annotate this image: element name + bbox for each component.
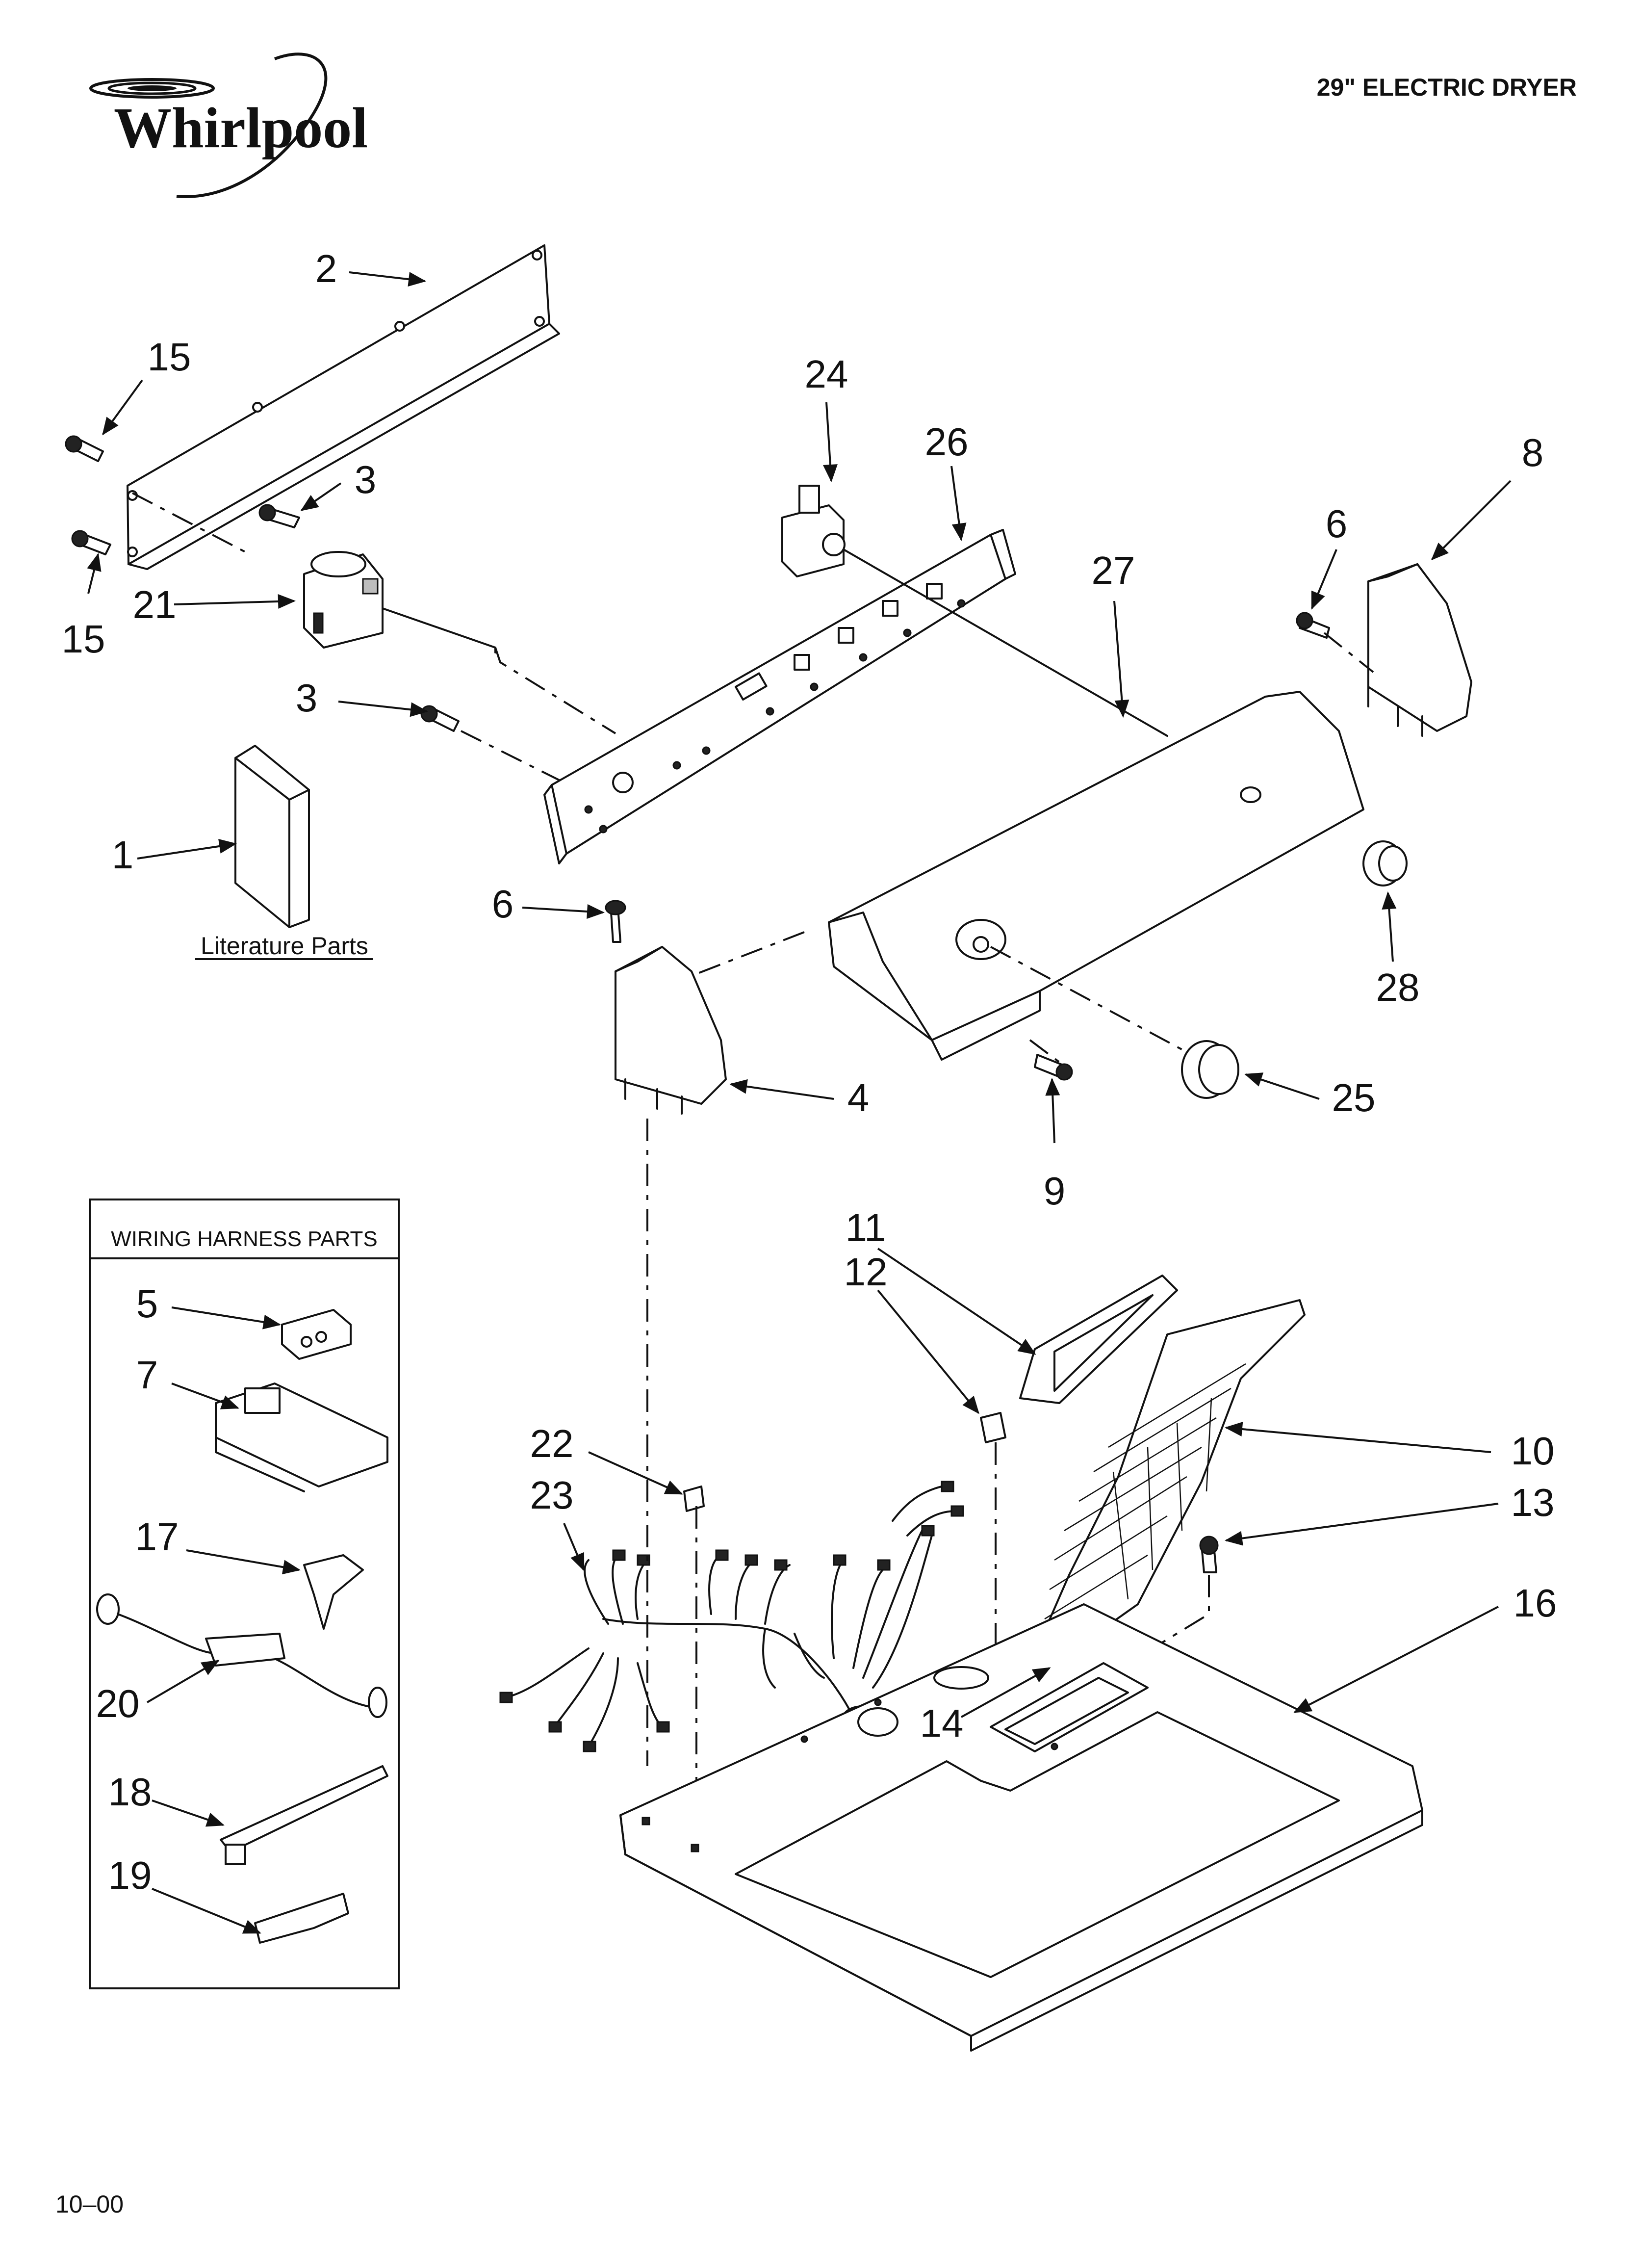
callout-3-lower: 3 [296, 676, 318, 720]
part-15-screw-lower [71, 530, 111, 555]
part-10-lint-screen [1034, 1299, 1306, 1664]
part-13-screw [1199, 1536, 1219, 1573]
part-17-clip [303, 1554, 364, 1630]
date-code: 10–00 [55, 2190, 124, 2218]
callout-13: 13 [1511, 1481, 1555, 1524]
part-6-screw-lower [605, 900, 626, 943]
part-11-filter-cover [1019, 1275, 1178, 1404]
callout-28: 28 [1376, 965, 1420, 1009]
part-28-knob [1362, 840, 1408, 886]
part-26-console-bracket [543, 529, 1016, 864]
part-27-console [828, 691, 1364, 1061]
part-16-top-panel [619, 1603, 1423, 2052]
callout-16: 16 [1514, 1581, 1557, 1625]
callout-15-upper: 15 [148, 335, 191, 379]
part-22-clip [683, 1486, 705, 1512]
literature-parts-label: Literature Parts [201, 932, 368, 960]
callout-14: 14 [920, 1701, 964, 1745]
callout-5: 5 [136, 1282, 158, 1326]
part-18-cable-tie [220, 1765, 388, 1865]
callout-19: 19 [108, 1853, 152, 1897]
callout-15-lower: 15 [62, 617, 105, 661]
callout-3-upper: 3 [355, 458, 377, 501]
part-7-terminal-block [215, 1382, 388, 1492]
callout-18: 18 [108, 1770, 152, 1814]
part-4-end-cap [615, 946, 727, 1115]
callout-6-upper: 6 [1326, 502, 1348, 546]
callout-2: 2 [315, 247, 337, 290]
callout-10: 10 [1511, 1429, 1555, 1473]
page-title: 29" ELECTRIC DRYER [1317, 74, 1577, 101]
callout-22: 22 [530, 1422, 574, 1465]
callout-26: 26 [925, 420, 969, 464]
callout-25: 25 [1332, 1076, 1376, 1120]
callout-20: 20 [96, 1682, 140, 1725]
part-24-switch [781, 485, 846, 577]
part-8-end-cap [1367, 563, 1472, 737]
part-9-screw [1034, 1054, 1073, 1081]
part-3-screw-lower [420, 705, 460, 732]
wiring-harness-box [89, 1199, 400, 1989]
part-5-connector [281, 1309, 352, 1360]
brand-logo-text: Whirlpool [114, 96, 368, 160]
part-1-literature-booklet [234, 745, 310, 928]
swirl-icon [89, 52, 328, 198]
harness-box-title: WIRING HARNESS PARTS [111, 1227, 378, 1251]
callout-27: 27 [1092, 548, 1135, 592]
part-25-knob [1181, 1040, 1239, 1099]
whirlpool-logo: Whirlpool [89, 52, 368, 198]
part-19-terminal [254, 1893, 349, 1944]
callout-12: 12 [844, 1250, 888, 1294]
part-21-timer [303, 551, 496, 653]
part-6-screw-upper [1296, 612, 1330, 639]
callout-23: 23 [530, 1473, 574, 1517]
callout-24: 24 [805, 352, 848, 396]
part-3-screw-upper [258, 504, 300, 528]
callout-7: 7 [136, 1353, 158, 1397]
part-2-rear-panel [127, 244, 560, 570]
callout-8: 8 [1522, 431, 1544, 474]
part-20-cord [96, 1593, 387, 1718]
callout-6-lower: 6 [492, 882, 514, 926]
callout-17: 17 [135, 1515, 179, 1559]
callout-11: 11 [845, 1206, 886, 1250]
part-12-clip [980, 1412, 1006, 1443]
callout-9: 9 [1044, 1169, 1066, 1213]
callout-4: 4 [847, 1076, 870, 1120]
callout-1: 1 [112, 833, 134, 877]
callout-21: 21 [133, 583, 177, 626]
part-15-screw-upper [65, 435, 104, 462]
